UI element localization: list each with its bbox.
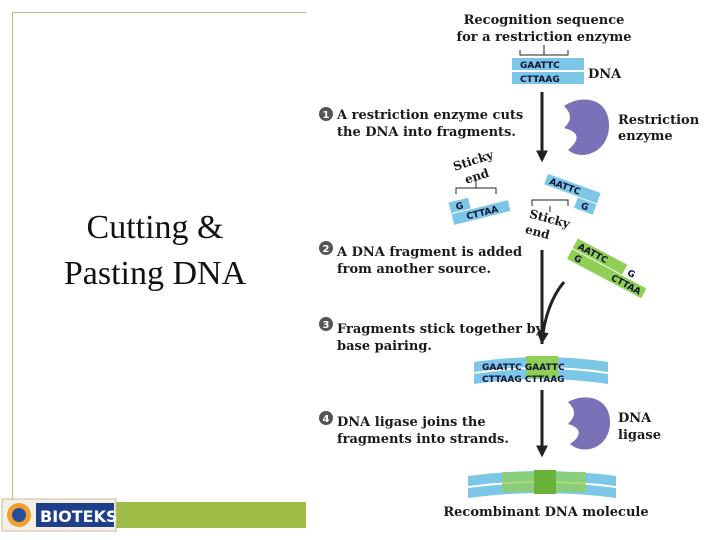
seq-bottom: CTTAAG (520, 75, 560, 85)
slide-title: Cutting & Pasting DNA (20, 205, 290, 297)
fragment-right-bottom: G (579, 201, 589, 213)
step-1-line2: the DNA into fragments. (337, 125, 516, 140)
step-4-number: 4 (323, 414, 330, 425)
recognition-bracket (519, 45, 569, 56)
step-3-line2: base pairing. (337, 339, 432, 354)
sticky-end-right-bracket (531, 199, 569, 212)
dna-ligase-shape (568, 397, 610, 450)
step-1-line1: A restriction enzyme cuts (336, 108, 523, 123)
logo-text: BIOTEKS (40, 507, 118, 526)
joined-top: GAATTC GAATTC (482, 363, 565, 373)
dna-ligase-label-line1: DNA (618, 411, 652, 426)
arrow-2 (536, 281, 566, 345)
seq-top: GAATTC (520, 61, 560, 71)
step-4-line1: DNA ligase joins the (337, 415, 486, 430)
step-4-badge (319, 411, 333, 425)
fragment-right: AATTC G (544, 173, 601, 215)
joined-bottom: CTTAAG CTTAAG (482, 375, 565, 385)
step-4-line2: fragments into strands. (337, 432, 509, 447)
bioteks-logo: BIOTEKS (1, 498, 118, 532)
restriction-enzyme-label-line1: Restriction (618, 113, 700, 128)
step-3-number: 3 (323, 320, 330, 331)
recognition-label-line1: Recognition sequence (464, 13, 625, 28)
dna-label: DNA (588, 67, 622, 82)
joined-fragments: GAATTC GAATTC CTTAAG CTTAAG (474, 356, 608, 385)
step-3-badge (319, 317, 333, 331)
fragment-left: G CTTAA (448, 197, 511, 225)
step-2-number: 2 (323, 244, 330, 255)
step-2-badge (319, 241, 333, 255)
recombinant-dna (468, 470, 616, 498)
footer-bar (116, 502, 306, 528)
step-3-line1: Fragments stick together by (337, 322, 544, 337)
step-2-line2: from another source. (337, 262, 491, 277)
sticky-end-right-line2: end (524, 222, 552, 242)
slide-left-panel (12, 12, 306, 528)
step-1-number: 1 (323, 110, 330, 121)
fragment-left-top: G (455, 201, 465, 212)
dna-ligase-label-line2: ligase (618, 428, 661, 443)
sticky-end-left-bracket (455, 180, 497, 194)
added-fragment: AATTC G G CTTAA (567, 238, 647, 299)
restriction-enzyme-label-line2: enzyme (618, 129, 673, 144)
restriction-enzyme-shape (564, 99, 610, 155)
original-dna: GAATTC CTTAAG (512, 58, 584, 85)
slide-title-line2: Pasting DNA (63, 255, 247, 292)
fragment-left-bottom: CTTAA (466, 205, 500, 223)
added-fragment-g: G (625, 268, 636, 280)
recognition-label-line2: for a restriction enzyme (456, 30, 631, 45)
recombinant-dna-label: Recombinant DNA molecule (443, 505, 648, 520)
added-fragment-mid: G (572, 254, 583, 266)
recombinant-dna-diagram: Recognition sequence for a restriction e… (319, 13, 700, 520)
slide-title-line1: Cutting & (86, 209, 224, 246)
step-2-line1: A DNA fragment is added (336, 245, 522, 260)
step-1-badge (319, 107, 333, 121)
